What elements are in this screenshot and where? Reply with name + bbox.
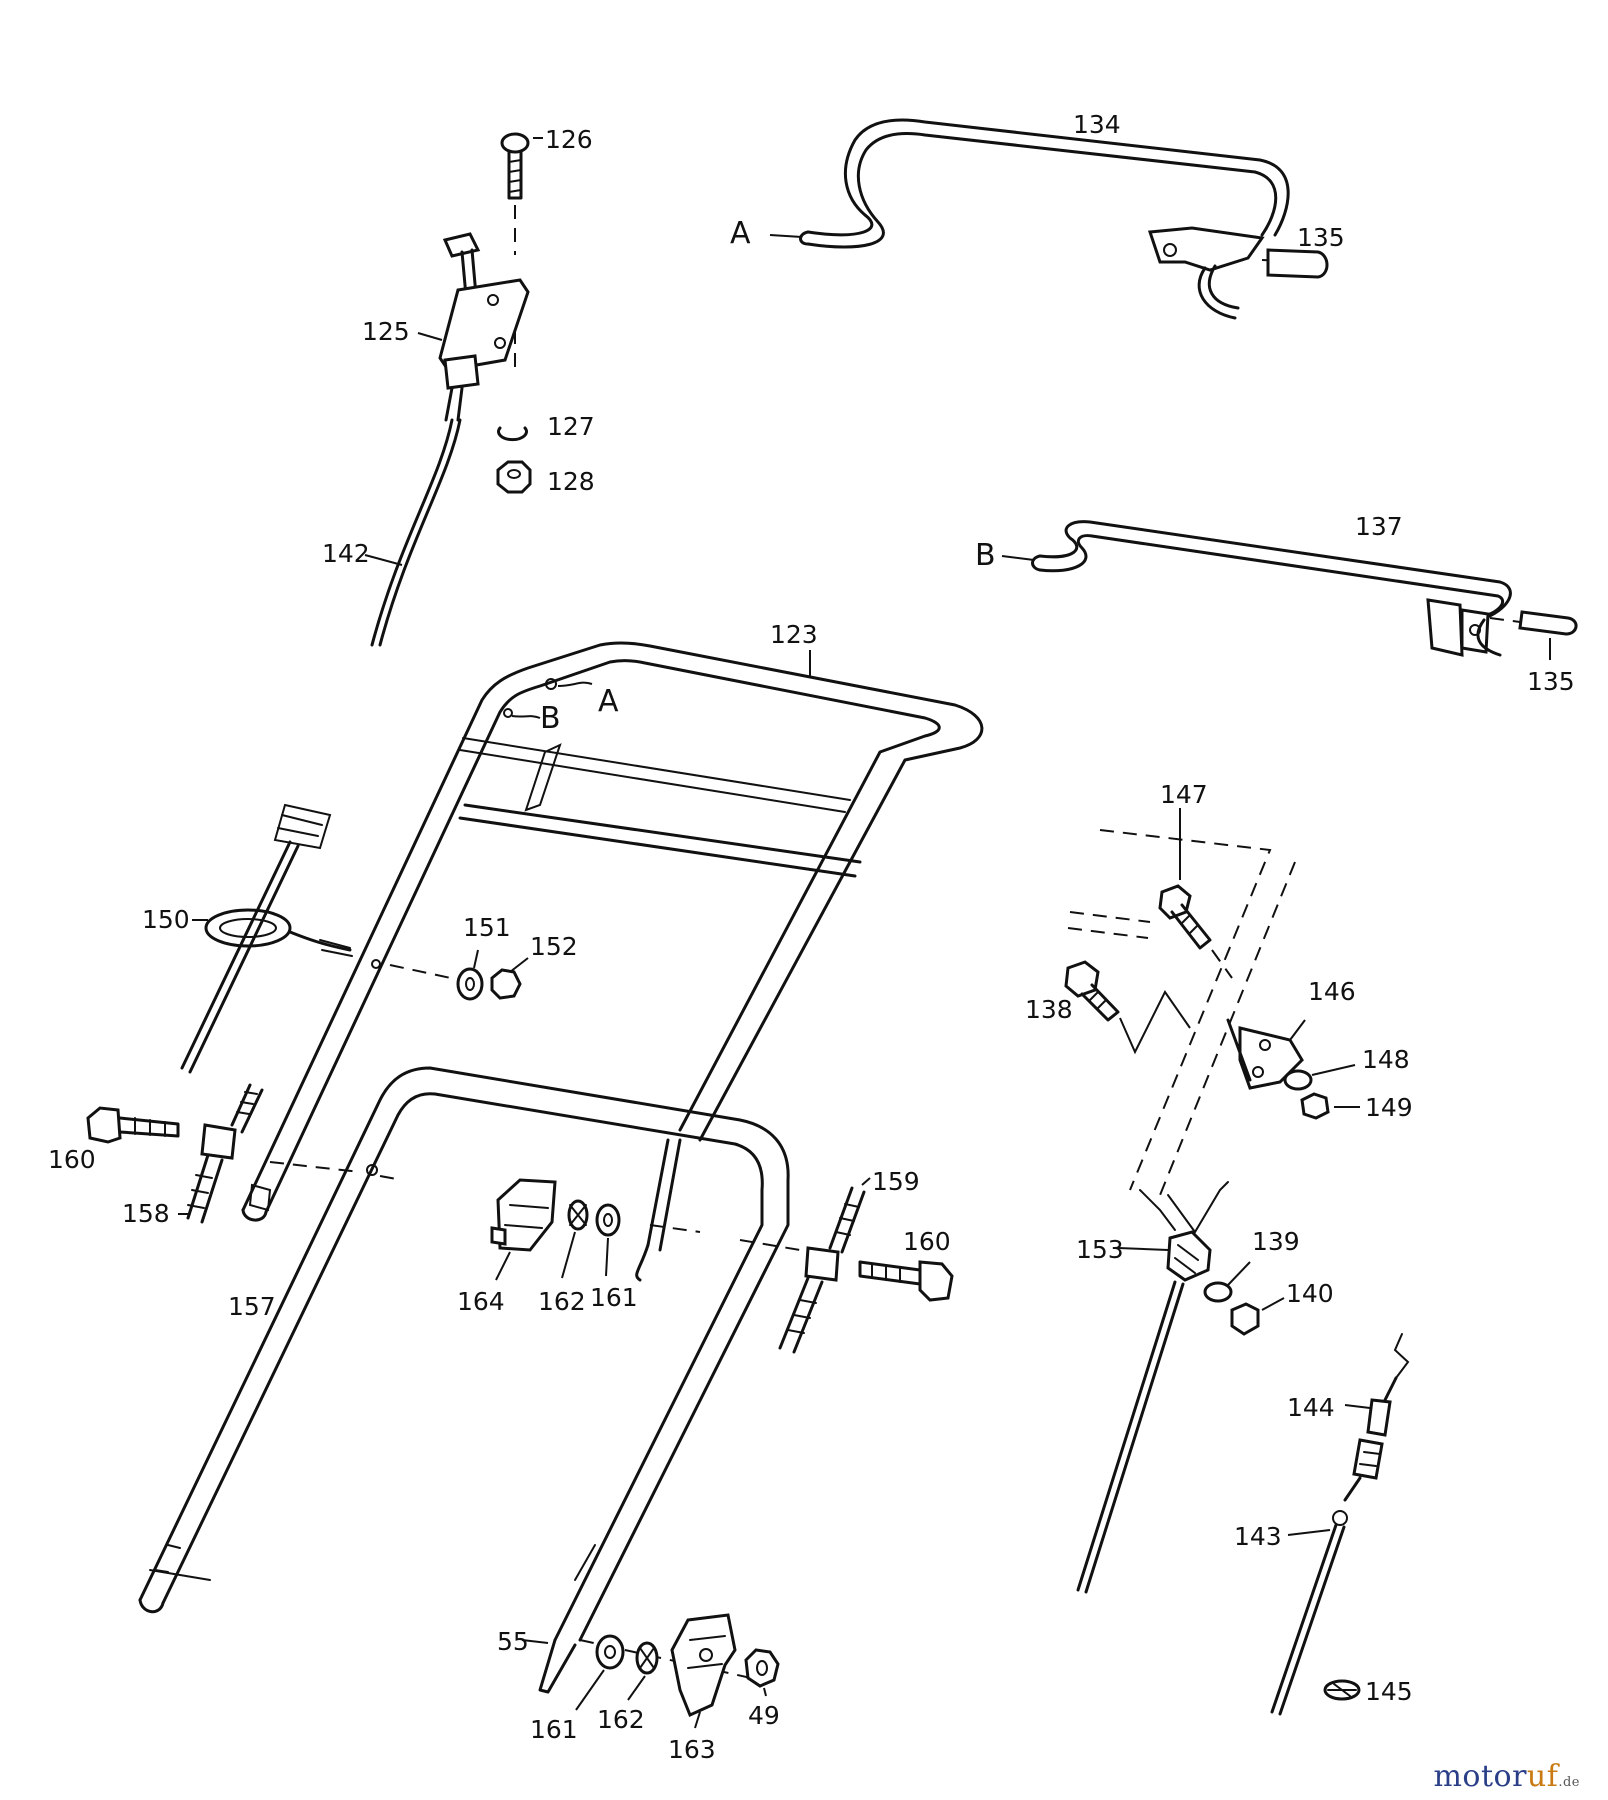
connector-A-handle: A: [598, 684, 619, 719]
washer-162-upper: 162: [538, 1199, 589, 1316]
callout-161-upper: 161: [590, 1283, 638, 1312]
screw-126: [500, 132, 530, 200]
callout-146: 146: [1308, 977, 1356, 1006]
callout-127: 127: [547, 412, 595, 441]
callout-125: 125: [362, 317, 410, 346]
callout-139: 139: [1252, 1227, 1300, 1256]
sleeve-135-lower: 135: [1489, 610, 1578, 696]
callout-126: 126: [545, 125, 593, 154]
callout-164: 164: [457, 1287, 505, 1316]
callout-149: 149: [1365, 1093, 1413, 1122]
washer-139: 139: [1203, 1227, 1300, 1303]
nut-152: 152: [490, 932, 578, 1000]
washer-148: 148: [1283, 1045, 1410, 1091]
callout-135-upper: 135: [1297, 223, 1345, 252]
callout-162-upper: 162: [538, 1287, 586, 1316]
connector-B-upper: B: [975, 538, 996, 573]
throttle-lever-group: 126 125 127 128 142: [322, 125, 595, 647]
callout-157: 157: [228, 1292, 276, 1321]
cable-guide-150: 150: [142, 803, 461, 1074]
bolt-147: 147: [1158, 780, 1233, 979]
callout-151: 151: [463, 913, 511, 942]
nut-49: 49: [744, 1648, 780, 1730]
callout-162-lower: 162: [597, 1705, 645, 1734]
connector-B-handle: B: [540, 701, 561, 736]
cable-clamp-153: 153: [1076, 1181, 1229, 1594]
callout-150: 150: [142, 905, 190, 934]
callout-55: 55: [497, 1627, 529, 1656]
callout-163: 163: [668, 1735, 716, 1764]
callout-148: 148: [1362, 1045, 1410, 1074]
callout-161-lower: 161: [530, 1715, 578, 1744]
watermark-logo: motoruf.de: [1433, 1759, 1580, 1794]
callout-128: 128: [547, 467, 595, 496]
nut-149: 149: [1300, 1092, 1413, 1122]
washer-161-upper: 161: [590, 1203, 638, 1312]
cable-clip-164: 164: [457, 1178, 557, 1316]
callout-158: 158: [122, 1199, 170, 1228]
bolt-160-right: 160: [858, 1227, 954, 1302]
lower-bail-137: B 137: [975, 512, 1512, 657]
bracket-146: 146: [1226, 977, 1356, 1090]
circlip-127: [497, 426, 528, 442]
upper-bail-134: A 134: [730, 110, 1290, 320]
callout-152: 152: [530, 932, 578, 961]
washer-162-lower: 162: [597, 1641, 659, 1734]
callout-134: 134: [1073, 110, 1121, 139]
callout-140: 140: [1286, 1279, 1334, 1308]
callout-144: 144: [1287, 1393, 1335, 1422]
drive-cable-143: 144 143: [1234, 1333, 1410, 1716]
clamp-knob-159: 159: [778, 1167, 920, 1354]
callout-123: 123: [770, 620, 818, 649]
nut-128: [496, 460, 532, 494]
callout-138: 138: [1025, 995, 1073, 1024]
bracket-pin: [635, 1138, 801, 1282]
callout-135-lower: 135: [1527, 667, 1575, 696]
callout-145: 145: [1365, 1677, 1413, 1706]
callout-159: 159: [872, 1167, 920, 1196]
connector-A-upper: A: [730, 216, 751, 251]
callout-49: 49: [748, 1701, 780, 1730]
bolt-138: 138: [1025, 960, 1191, 1055]
sleeve-135-upper: 135: [1261, 223, 1345, 279]
callout-142: 142: [322, 539, 370, 568]
callout-153: 153: [1076, 1235, 1124, 1264]
throttle-lever-125: [438, 232, 530, 422]
callout-143: 143: [1234, 1522, 1282, 1551]
mount-outline: [1067, 829, 1296, 1231]
callout-147: 147: [1160, 780, 1208, 809]
bolt-160-left: 160: [48, 1106, 180, 1174]
washer-161-lower: 161: [530, 1634, 625, 1744]
lower-handle-157: 157: [138, 1066, 790, 1694]
clip-145: 145: [1323, 1677, 1413, 1706]
throttle-cable-142: [370, 418, 462, 647]
nut-140: 140: [1230, 1279, 1334, 1336]
star-knob-163: 163: [668, 1613, 737, 1764]
upper-handle-123: 123 A B: [241, 620, 984, 1222]
washer-151: 151: [456, 913, 511, 1001]
callout-137: 137: [1355, 512, 1403, 541]
clamp-knob-158: 158: [122, 1083, 403, 1228]
callout-160-right: 160: [903, 1227, 951, 1256]
callout-160-left: 160: [48, 1145, 96, 1174]
